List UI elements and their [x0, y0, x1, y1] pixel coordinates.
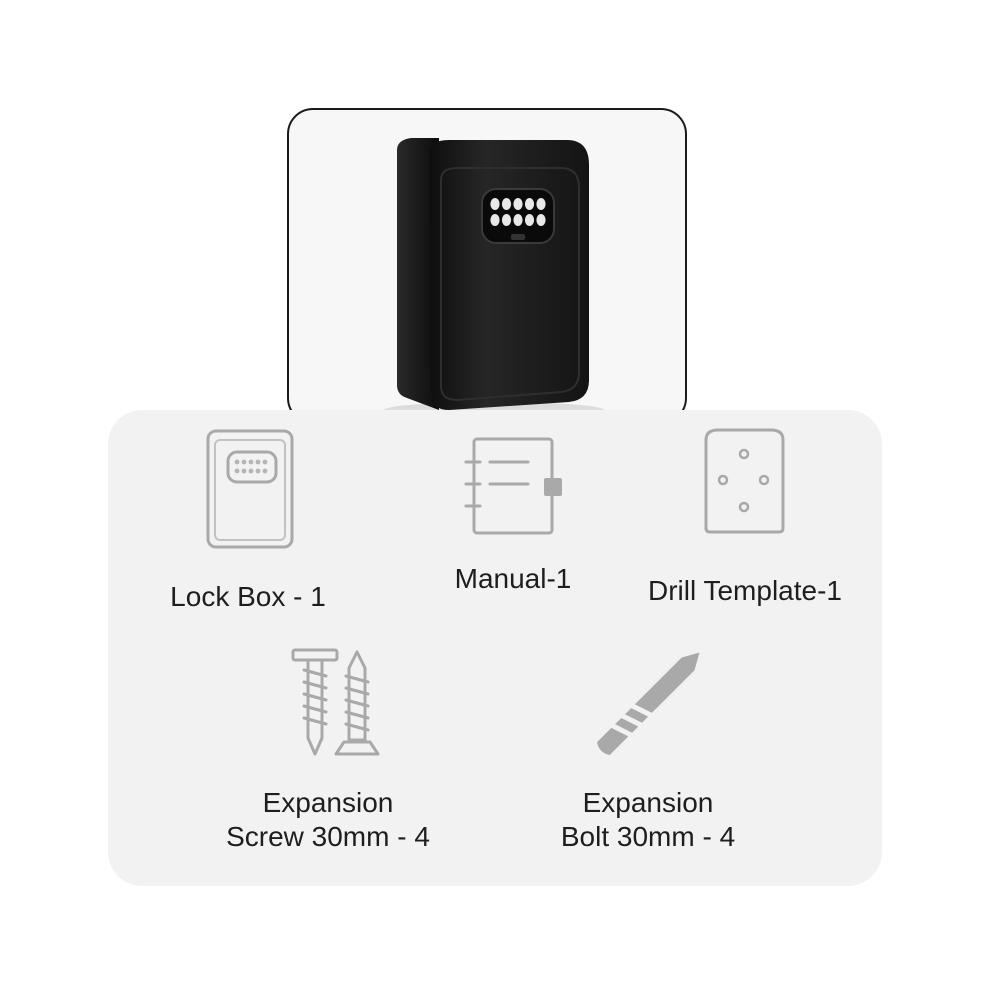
keypad-button — [524, 214, 535, 226]
drill-template-label: Drill Template-1 — [648, 575, 842, 606]
expansion-screw-label-line1: Expansion — [262, 787, 394, 818]
keypad-button — [524, 198, 535, 210]
keypad-button — [513, 198, 523, 210]
lock-box-photo — [384, 138, 604, 418]
keypad-button — [490, 214, 500, 226]
keypad-button — [501, 198, 512, 210]
keypad-button — [501, 214, 512, 226]
keypad-button — [536, 198, 546, 210]
drill-template-icon — [704, 428, 785, 534]
expansion-bolt-icon — [596, 652, 700, 756]
content-item-expansion-screw: Expansion Screw 30mm - 4 — [218, 646, 438, 854]
keypad-button — [490, 198, 500, 210]
content-item-expansion-bolt: Expansion Bolt 30mm - 4 — [538, 646, 758, 854]
content-item-lock-box: Lock Box - 1 — [153, 428, 343, 614]
manual-icon — [464, 437, 562, 535]
expansion-bolt-label-line1: Expansion — [582, 787, 714, 818]
package-contents-panel: Lock Box - 1 Manual-1 — [108, 410, 882, 886]
expansion-screw-icon — [291, 648, 380, 756]
product-photo-frame — [287, 108, 687, 424]
keypad-button — [513, 214, 523, 226]
keypad — [490, 198, 546, 226]
lock-box-label: Lock Box - 1 — [170, 581, 326, 612]
expansion-bolt-label-line2: Bolt 30mm - 4 — [560, 821, 736, 852]
keypad-button — [536, 214, 546, 226]
content-item-manual: Manual-1 — [418, 436, 608, 596]
manual-label: Manual-1 — [454, 563, 572, 594]
content-item-drill-template: Drill Template-1 — [648, 428, 842, 608]
expansion-screw-label-line2: Screw 30mm - 4 — [226, 821, 430, 852]
lock-box-icon — [206, 429, 294, 549]
